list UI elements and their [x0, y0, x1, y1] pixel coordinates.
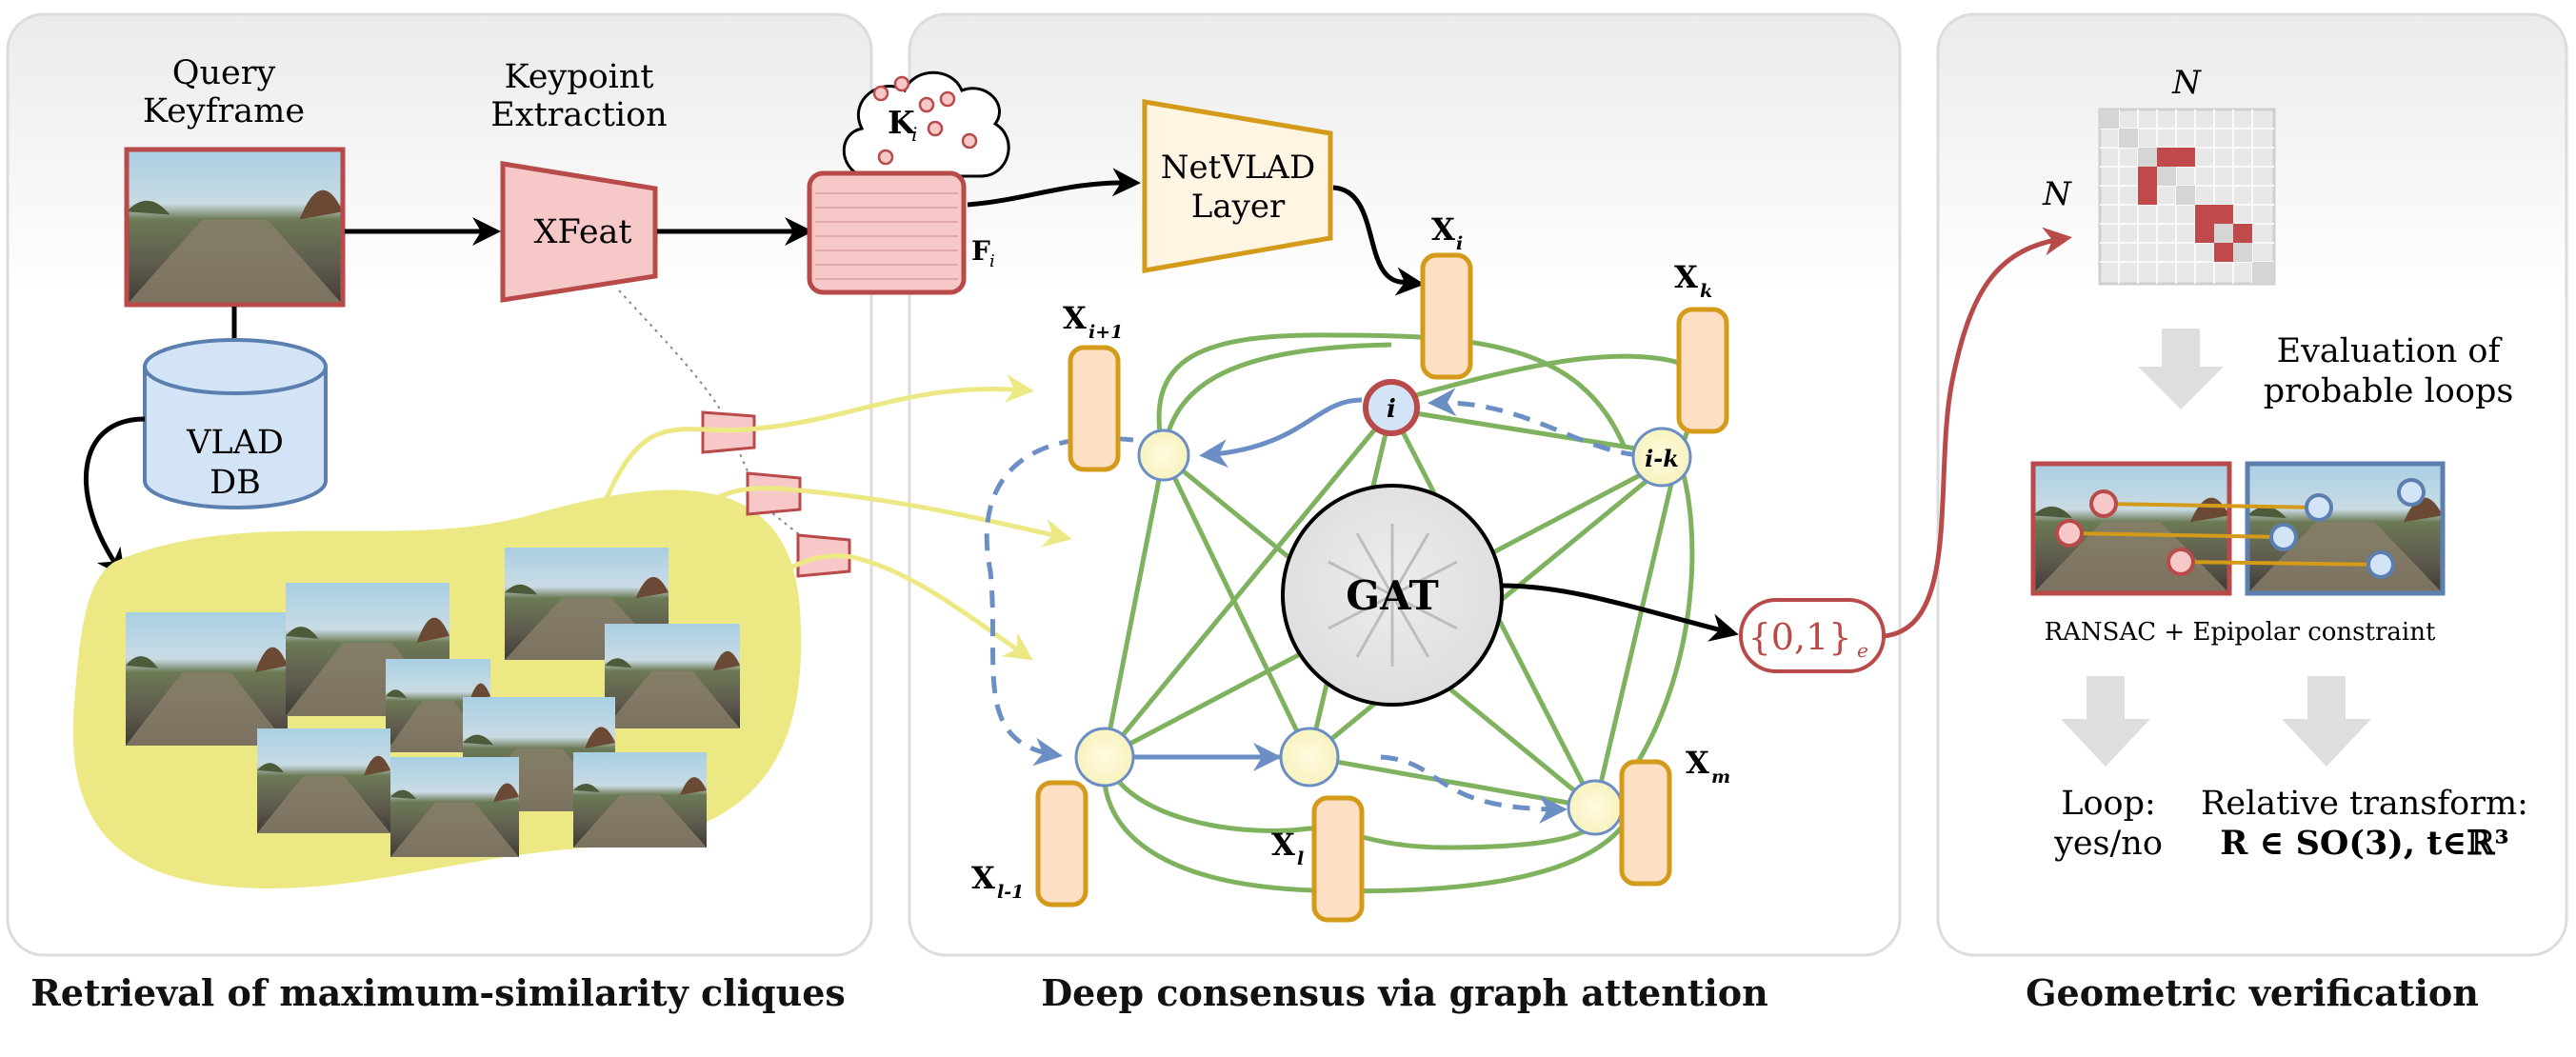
yellow-arrow-1: [602, 374, 1034, 504]
xfeat-label: XFeat: [534, 213, 632, 251]
node-i-minus-k: [1631, 427, 1692, 488]
extraction-label: Extraction: [490, 96, 667, 134]
svg-text:i+1: i+1: [1088, 322, 1123, 343]
arrow-gat-to-output: [1501, 583, 1739, 642]
caption-deep-consensus: Deep consensus via graph attention: [1041, 971, 1768, 1014]
output-label: {0,1}: [1748, 616, 1852, 658]
netvlad-layer: [1142, 99, 1333, 273]
svg-text:k: k: [1700, 281, 1712, 302]
transform-formula: R ∈ SO(3), t∈ℝ³: [2220, 824, 2508, 863]
mini-xfeat-2: [746, 471, 802, 516]
svg-text:X: X: [971, 860, 995, 896]
svg-text:X: X: [1674, 259, 1698, 295]
match-points-left: [2055, 489, 2195, 576]
caption-geometric-verification: Geometric verification: [2026, 971, 2479, 1014]
node-i-plus-1: [1137, 429, 1190, 482]
adjacency-matrix: [2098, 108, 2276, 286]
output-sub: e: [1857, 639, 1868, 662]
yellow-arrow-3: [760, 553, 1033, 661]
svg-text:X: X: [1271, 827, 1295, 863]
yes-no-label: yes/no: [2053, 825, 2163, 863]
ransac-label: RANSAC + Epipolar constraint: [2045, 618, 2436, 647]
match-image-right: [2245, 461, 2446, 596]
descriptor-bars: [1035, 252, 1729, 923]
ki-sub: i: [911, 123, 917, 146]
keypoint-dots: [872, 75, 978, 166]
node-l: [1279, 727, 1340, 788]
xfeat-block: [500, 161, 658, 303]
caption-retrieval: Retrieval of maximum-similarity cliques: [30, 971, 846, 1014]
descriptor-labels: X i X k X i+1 X l-1 X l X m: [971, 211, 1730, 903]
svg-text:X: X: [1686, 745, 1709, 781]
yellow-arrow-2: [684, 486, 1072, 548]
match-lines: [2068, 502, 2382, 567]
evaluation-label: Evaluation of: [2277, 332, 2504, 370]
probable-loops-label: probable loops: [2264, 372, 2514, 410]
arrow-db-to-cliques: [83, 416, 146, 578]
match-points-right: [2269, 478, 2426, 579]
netvlad-label: NetVLAD: [1161, 149, 1315, 187]
loop-label: Loop:: [2061, 785, 2156, 823]
match-image-left: [2030, 461, 2232, 596]
keyframe-label: Keyframe: [143, 92, 305, 130]
layer-label: Layer: [1191, 188, 1286, 226]
node-i-label: i: [1387, 395, 1396, 424]
arrow-features-to-netvlad: [967, 168, 1141, 208]
fi-sub: i: [989, 251, 995, 271]
relative-transform-label: Relative transform:: [2201, 785, 2528, 823]
query-keyframe-image: [124, 147, 346, 308]
gat-label: GAT: [1346, 572, 1438, 619]
svg-text:l: l: [1297, 848, 1304, 869]
keypoint-dotted-line: [618, 289, 810, 544]
feature-map: [807, 170, 967, 295]
svg-text:i: i: [1456, 233, 1463, 254]
vlad-label: VLAD: [186, 424, 284, 462]
gray-block-arrows: [2061, 329, 2371, 767]
db-label: DB: [210, 464, 261, 502]
blue-arrows: [984, 388, 1639, 824]
node-i: [1363, 379, 1420, 436]
arrow-netvlad-to-xi: [1332, 185, 1425, 296]
node-l-minus-1: [1074, 727, 1135, 788]
svg-text:l-1: l-1: [997, 882, 1024, 903]
gat-attention-arrows: [1328, 524, 1458, 667]
keypoint-label: Keypoint: [505, 58, 654, 96]
svg-text:X: X: [1063, 300, 1087, 336]
n-top-label: N: [2171, 64, 2202, 102]
node-ik-label: i-k: [1645, 445, 1679, 472]
svg-text:X: X: [1431, 211, 1455, 248]
svg-text:m: m: [1711, 767, 1730, 788]
arrow-output-to-matrix: [1883, 227, 2072, 639]
query-label: Query: [172, 54, 276, 92]
n-left-label: N: [2042, 175, 2072, 213]
fi-label: F: [971, 235, 990, 267]
ki-label: K: [888, 104, 916, 141]
node-m: [1567, 779, 1624, 836]
vlad-db-cylinder: [143, 338, 328, 509]
